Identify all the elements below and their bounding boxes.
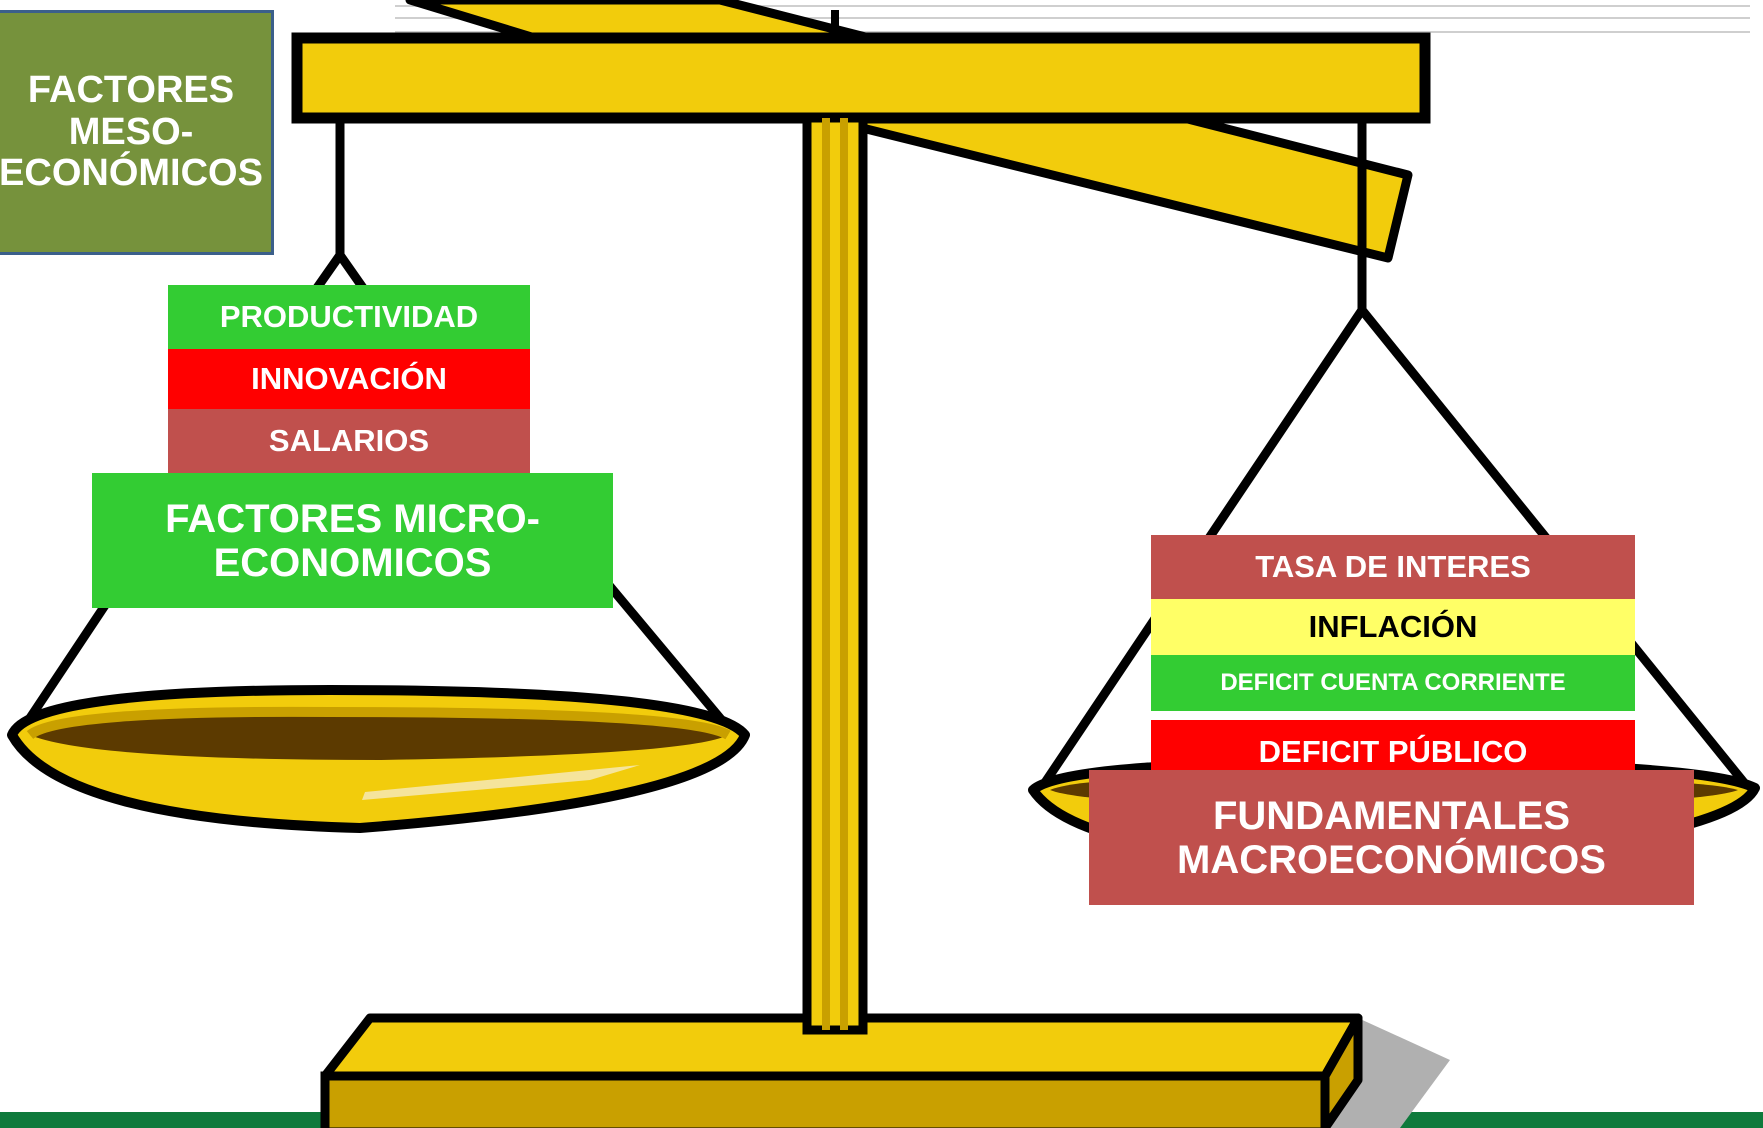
tasa-de-interes-block: TASA DE INTERES — [1151, 535, 1635, 599]
meso-factors-box: FACTORES MESO- ECONÓMICOS — [0, 10, 274, 255]
deficit-cuenta-corriente-label: DEFICIT CUENTA CORRIENTE — [1220, 668, 1566, 696]
productividad-block: PRODUCTIVIDAD — [168, 285, 530, 349]
salarios-label: SALARIOS — [268, 422, 430, 458]
tasa-de-interes-label: TASA DE INTERES — [1255, 548, 1531, 584]
innovacion-label: INNOVACIÓN — [251, 360, 447, 396]
micro-factors-label: FACTORES MICRO- ECONOMICOS — [165, 496, 540, 585]
macro-fundamentals-block: FUNDAMENTALES MACROECONÓMICOS — [1089, 770, 1694, 905]
inflacion-block: INFLACIÓN — [1151, 599, 1635, 655]
micro-factors-block: FACTORES MICRO- ECONOMICOS — [92, 473, 613, 608]
central-post — [802, 10, 868, 1035]
inflacion-label: INFLACIÓN — [1308, 608, 1478, 644]
left-pan — [7, 685, 750, 833]
deficit-cuenta-corriente-block: DEFICIT CUENTA CORRIENTE — [1151, 655, 1635, 711]
salarios-block: SALARIOS — [168, 409, 530, 473]
deficit-publico-label: DEFICIT PÚBLICO — [1258, 733, 1528, 769]
macro-fundamentals-label: FUNDAMENTALES MACROECONÓMICOS — [1177, 793, 1606, 882]
scale-base — [320, 1013, 1450, 1128]
top-beam — [291, 32, 1431, 124]
innovacion-block: INNOVACIÓN — [168, 349, 530, 409]
meso-factors-label: FACTORES MESO- ECONÓMICOS — [0, 68, 263, 195]
productividad-label: PRODUCTIVIDAD — [219, 298, 479, 334]
